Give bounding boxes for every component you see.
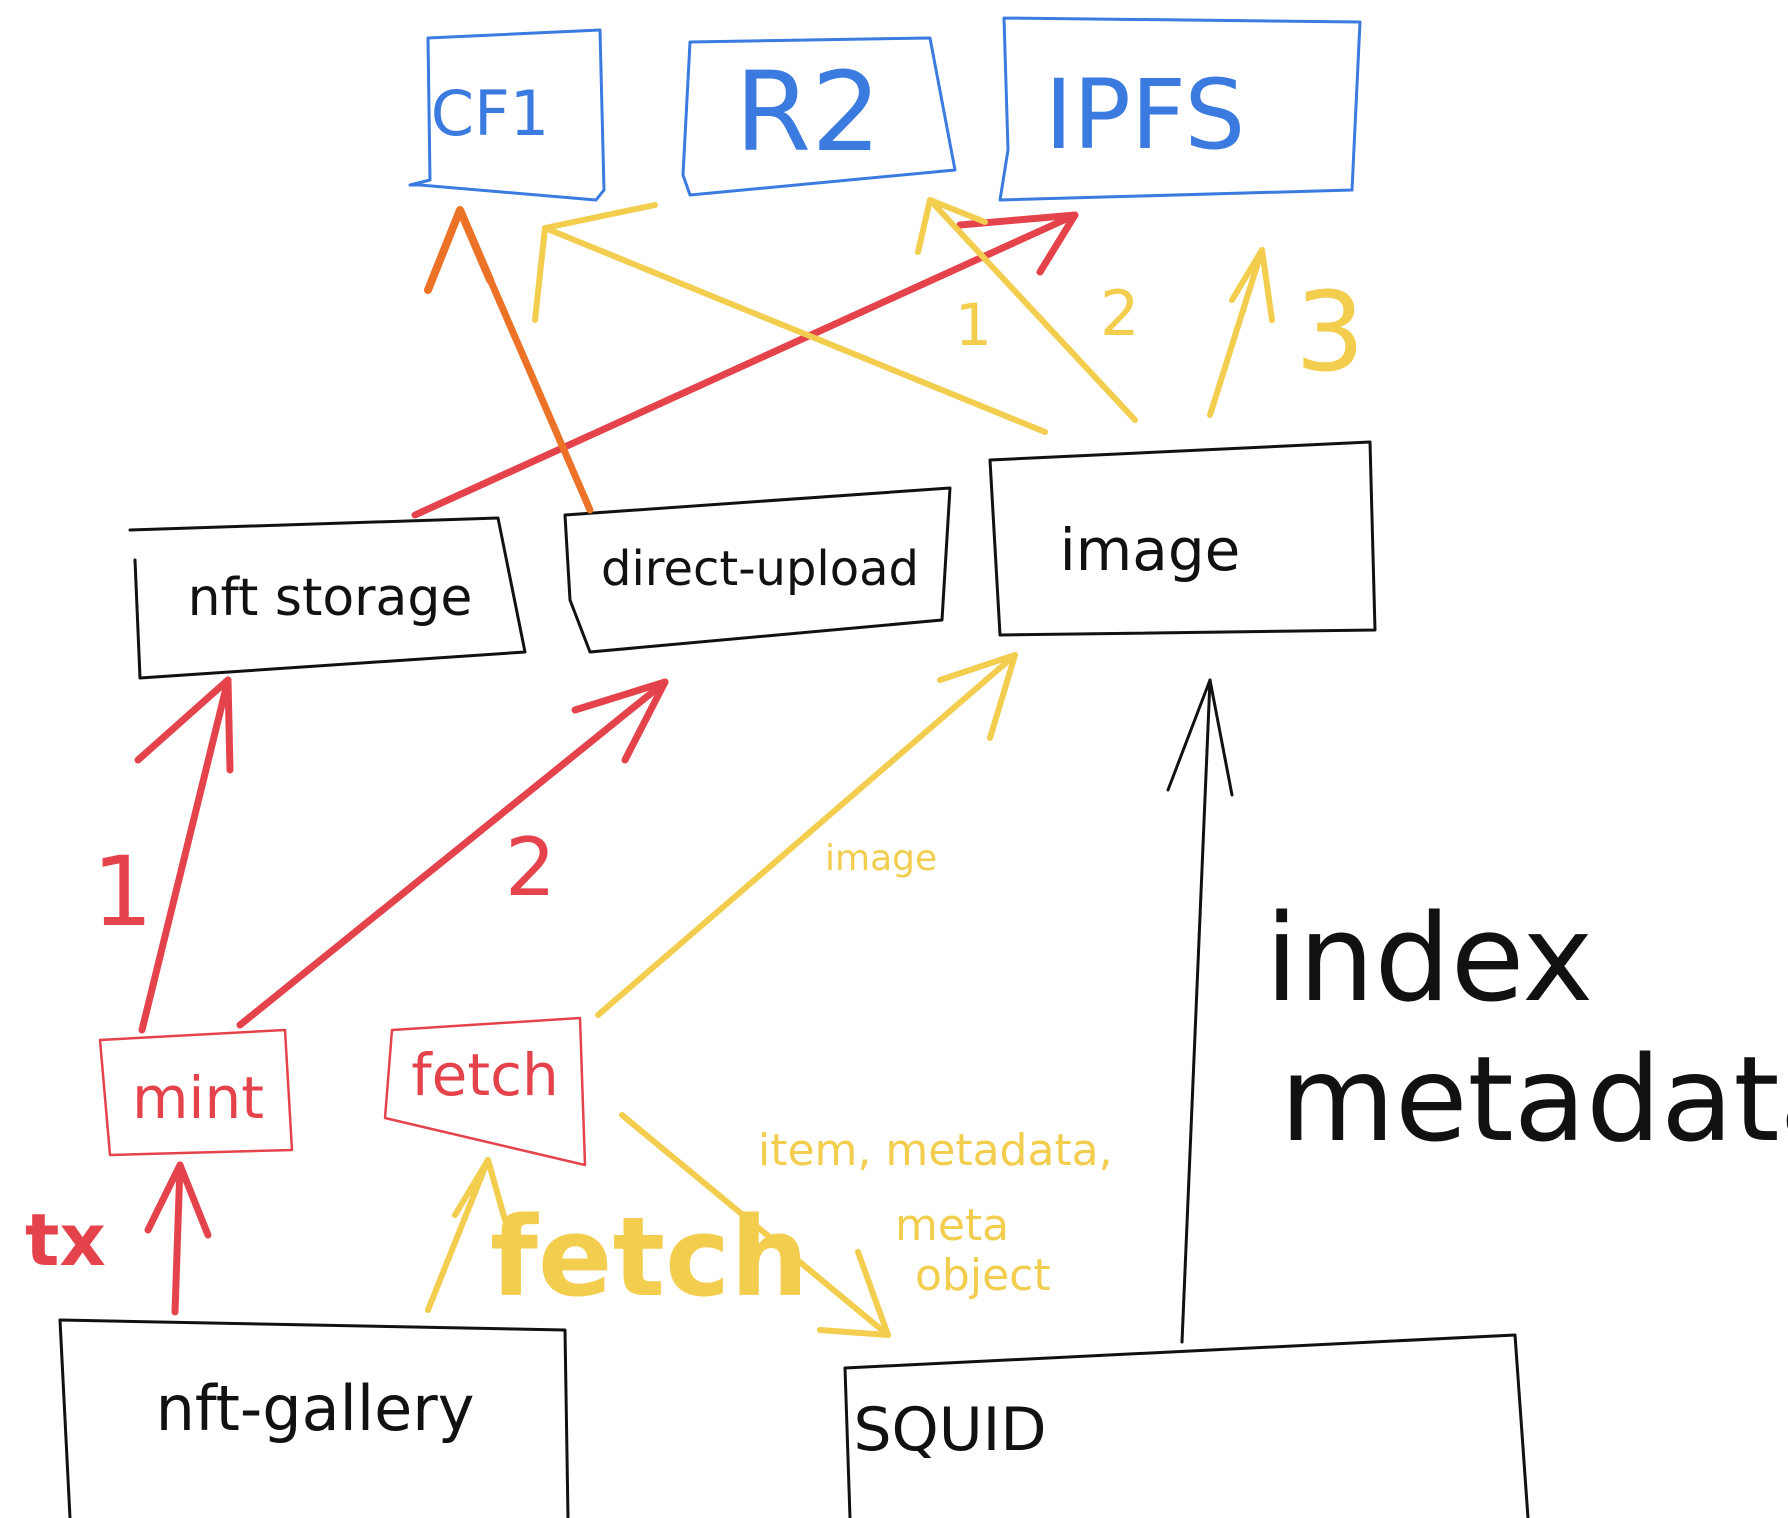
r2-box: R2 <box>681 36 957 197</box>
image-to-cf1-arrow <box>532 202 1048 435</box>
squid-label: SQUID <box>853 1395 1046 1465</box>
fetch-to-squid-arrow <box>619 1112 891 1338</box>
nft-gallery-box: nft-gallery <box>58 1318 570 1518</box>
mint-step-2-label: 2 <box>505 821 556 914</box>
object-label: object <box>915 1250 1051 1301</box>
mint-label: mint <box>132 1064 264 1132</box>
gallery-to-fetch-arrow <box>425 1157 508 1313</box>
nft-storage-box: nft storage <box>128 516 527 680</box>
image-to-ipfs-arrow <box>915 197 1138 423</box>
direct-upload-label: direct-upload <box>601 541 919 597</box>
mint-step-1-label: 1 <box>92 836 153 948</box>
image-label: image <box>1060 516 1241 584</box>
squid-box: SQUID <box>843 1333 1530 1518</box>
mint-box: mint <box>98 1028 294 1157</box>
mint-to-nft-storage-arrow <box>134 676 234 1034</box>
index-label: index <box>1265 890 1593 1029</box>
fetch-action-label: fetch <box>411 1041 559 1109</box>
nft-gallery-label: nft-gallery <box>156 1372 475 1445</box>
image-step-3-label: 3 <box>1295 268 1365 396</box>
cf1-label: CF1 <box>431 77 549 150</box>
metadata-label: metadata <box>1280 1030 1788 1168</box>
direct-upload-box: direct-upload <box>563 486 952 654</box>
ipfs-label: IPFS <box>1045 59 1246 171</box>
image-box: image <box>988 440 1377 637</box>
tx-label: tx <box>25 1198 106 1282</box>
ipfs-box: IPFS <box>998 16 1362 202</box>
nft-storage-to-ipfs-arrow <box>411 211 1079 519</box>
fetch-big-label: fetch <box>490 1193 809 1321</box>
r2-label: R2 <box>735 48 881 176</box>
nft-storage-label: nft storage <box>188 568 473 628</box>
fetch-action-box: fetch <box>383 1016 587 1167</box>
image-to-ipfs-arrow-3 <box>1207 247 1275 418</box>
direct-upload-to-cf1-arrow <box>424 206 594 514</box>
meta-label: meta <box>895 1200 1009 1251</box>
gallery-to-mint-arrow <box>144 1161 212 1316</box>
item-metadata-label: item, metadata, <box>758 1125 1113 1176</box>
mint-to-direct-upload-arrow <box>236 678 669 1029</box>
image-step-1-label: 1 <box>955 291 992 359</box>
squid-to-image-arrow <box>1166 678 1234 1344</box>
cf1-box: CF1 <box>408 28 606 202</box>
fetch-to-image-arrow <box>595 652 1018 1018</box>
image-step-2-label: 2 <box>1100 277 1139 350</box>
image-small-label: image <box>825 838 937 879</box>
